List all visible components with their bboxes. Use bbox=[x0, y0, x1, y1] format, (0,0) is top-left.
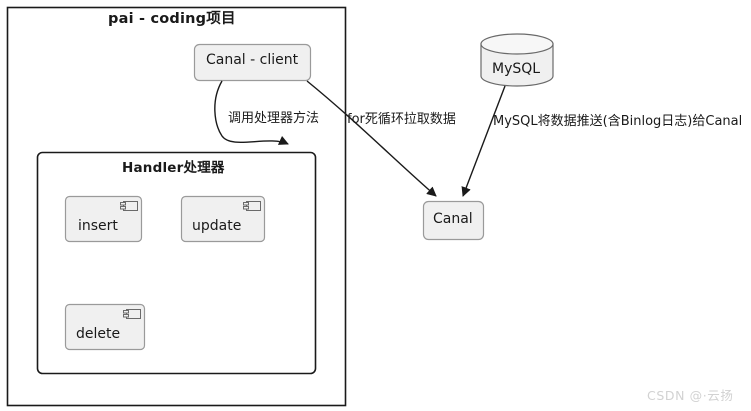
edge-label-call-handler-method: 调用处理器方法 bbox=[228, 111, 320, 126]
node-insert-shape[interactable] bbox=[64, 195, 143, 243]
node-update-label[interactable]: update bbox=[192, 218, 242, 234]
node-canal-client-label[interactable]: Canal - client bbox=[206, 52, 299, 68]
node-canal-shape[interactable] bbox=[422, 200, 485, 241]
node-insert-label[interactable]: insert bbox=[78, 218, 118, 234]
node-delete-label[interactable]: delete bbox=[76, 326, 121, 342]
node-mysql-label[interactable]: MySQL bbox=[492, 61, 541, 77]
package-title: pai - coding项目 bbox=[108, 11, 236, 27]
edge-label-mysql-push-binlog: MySQL将数据推送(含Binlog日志)给Canal bbox=[493, 114, 743, 129]
edge-mysql-to-canal bbox=[461, 85, 506, 197]
node-mysql-shape[interactable] bbox=[480, 33, 554, 87]
node-delete-shape[interactable] bbox=[64, 303, 146, 351]
node-update-shape[interactable] bbox=[180, 195, 266, 243]
node-canal-client-shape[interactable] bbox=[193, 43, 312, 82]
package-boundary bbox=[6, 6, 347, 407]
edge-client-to-handler bbox=[214, 80, 289, 145]
uml-component-icon bbox=[123, 309, 141, 319]
handler-group-boundary bbox=[36, 151, 317, 375]
edge-client-to-canal bbox=[306, 80, 437, 197]
uml-component-icon bbox=[120, 201, 138, 211]
handler-group-title: Handler处理器 bbox=[122, 160, 225, 176]
uml-component-icon bbox=[243, 201, 261, 211]
watermark: CSDN @·云扬 bbox=[647, 388, 734, 403]
edge-label-for-loop-pull-data: for死循环拉取数据 bbox=[347, 112, 456, 127]
node-canal-label[interactable]: Canal bbox=[433, 211, 473, 227]
